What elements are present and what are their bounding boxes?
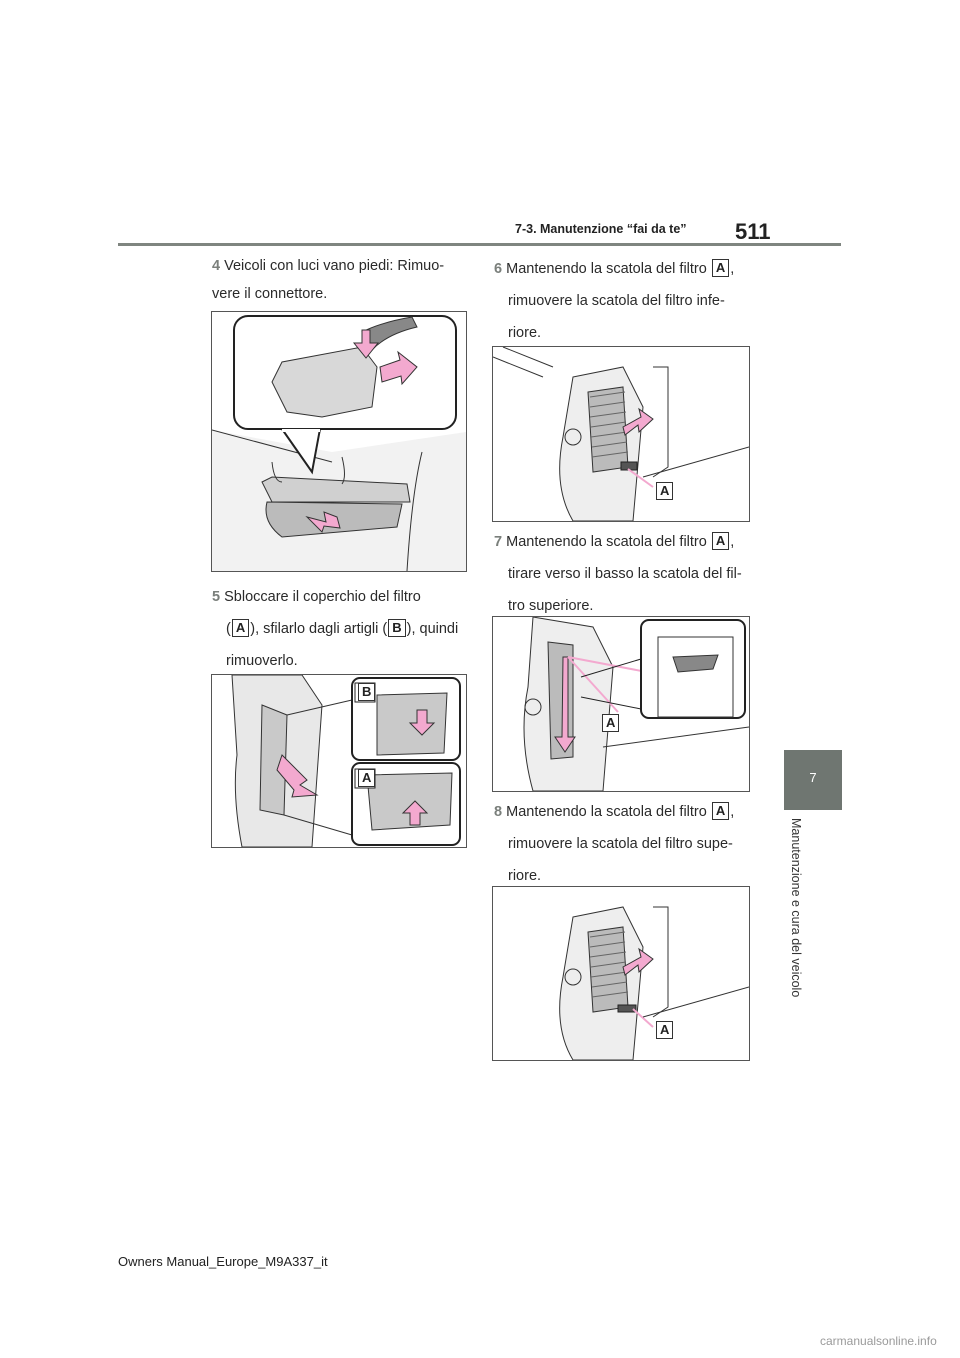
page-number: 511: [735, 219, 771, 244]
step-text-fragment: ,: [730, 534, 735, 550]
chapter-number: 7: [809, 770, 817, 785]
figure-label-a: A: [656, 1021, 674, 1039]
chapter-tab[interactable]: 7: [784, 750, 842, 810]
step-text-line2: rimuovere la scatola del filtro infe-: [508, 293, 725, 309]
step-text-line2: rimuovere la scatola del filtro supe-: [508, 836, 733, 852]
figure-upper-filter-pull: [492, 616, 750, 792]
step-number: 7: [494, 534, 503, 550]
step-text-line3: riore.: [508, 868, 542, 884]
step-text-fragment: (: [226, 621, 231, 637]
step-text-line2: tirare verso il basso la scatola del fil…: [508, 566, 742, 582]
step-text-line3: tro superiore.: [508, 598, 594, 614]
callout-label-a: A: [711, 532, 730, 550]
step-text-fragment: ), quindi: [406, 621, 459, 637]
step-number: 8: [494, 804, 503, 820]
figure-label-b: B: [358, 683, 376, 701]
step-text-line3: rimuoverlo.: [226, 653, 298, 669]
step-text-fragment: ), sfilarlo dagli artigli (: [250, 621, 388, 637]
step-text-line3: riore.: [508, 325, 542, 341]
step-text-fragment: ,: [730, 804, 735, 820]
step-text: Veicoli con luci vano piedi: Rimuo-vere …: [212, 258, 445, 302]
step-text-fragment: ,: [730, 261, 735, 277]
step-text-line1: Mantenendo la scatola del filtro: [506, 534, 707, 550]
step-6: 6 Mantenendo la scatola del filtro A, ri…: [494, 255, 759, 347]
figure-filter-cover: [211, 674, 467, 848]
footer-text: Owners Manual_Europe_M9A337_it: [118, 1254, 328, 1269]
figure-upper-filter-removal: [492, 886, 750, 1061]
step-7: 7 Mantenendo la scatola del filtro A, ti…: [494, 528, 759, 620]
figure-label-a: A: [358, 769, 376, 787]
step-text-line1: Mantenendo la scatola del filtro: [506, 804, 707, 820]
step-number: 4: [212, 258, 221, 274]
step-8: 8 Mantenendo la scatola del filtro A, ri…: [494, 798, 759, 890]
callout-label-a: A: [231, 619, 250, 637]
step-4: 4 Veicoli con luci vano piedi: Rimuo-ver…: [212, 252, 467, 308]
step-5: 5 Sbloccare il coperchio del filtro (A),…: [212, 583, 467, 675]
section-title: 7-3. Manutenzione “fai da te”: [515, 222, 687, 236]
header-rule: [118, 243, 841, 246]
step-number: 5: [212, 589, 221, 605]
figure-lower-filter-removal: [492, 346, 750, 522]
figure-connector-removal: [211, 311, 467, 572]
watermark[interactable]: carmanualsonline.info: [820, 1334, 937, 1348]
step-text-line1: Mantenendo la scatola del filtro: [506, 261, 707, 277]
step-number: 6: [494, 261, 503, 277]
step-text-line1: Sbloccare il coperchio del filtro: [224, 589, 421, 605]
figure-label-a: A: [602, 714, 620, 732]
figure-label-a: A: [656, 482, 674, 500]
callout-label-a: A: [711, 802, 730, 820]
callout-label-a: A: [711, 259, 730, 277]
callout-label-b: B: [388, 619, 406, 637]
chapter-title: Manutenzione e cura del veicolo: [789, 818, 803, 998]
